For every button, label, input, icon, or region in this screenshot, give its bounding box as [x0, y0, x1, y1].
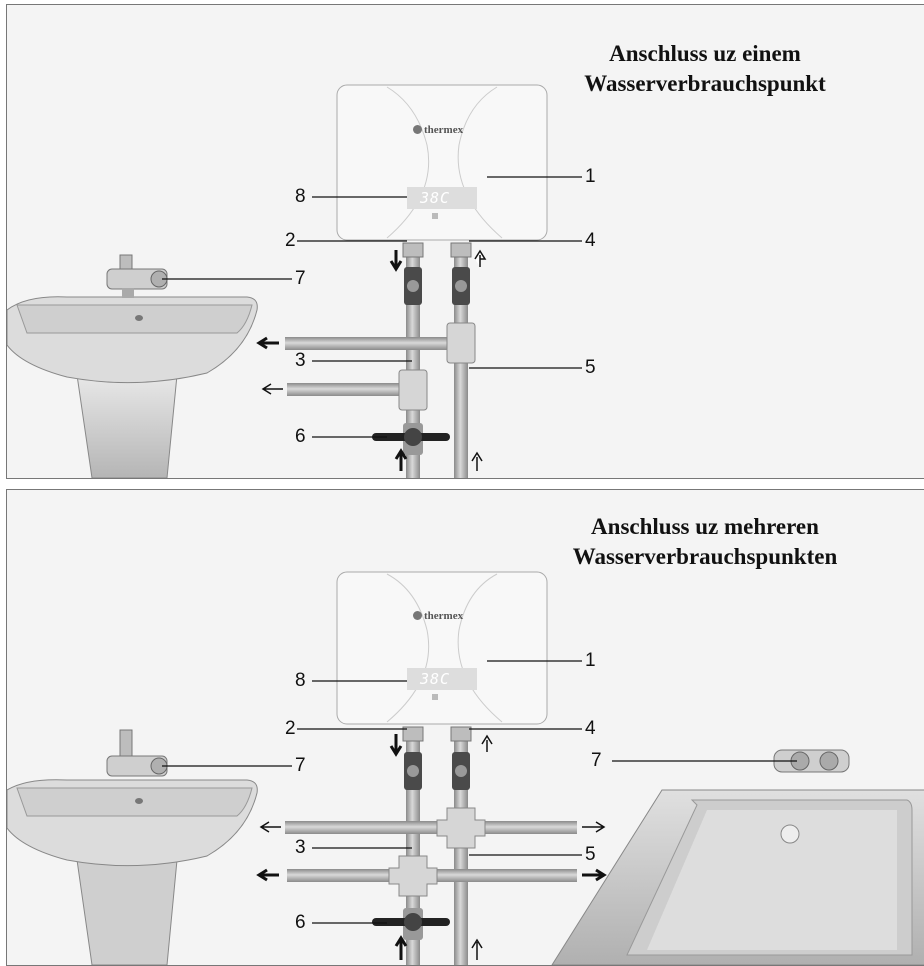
temperature-display: 38C [420, 670, 451, 688]
label-6: 6 [295, 912, 306, 933]
brand-logo: thermex [413, 124, 463, 136]
label-2: 2 [285, 230, 296, 251]
label-5: 5 [585, 844, 596, 865]
label-3: 3 [295, 350, 306, 371]
panel-two-title: Anschluss uz mehreren Wasserverbrauchspu… [495, 512, 915, 572]
shutoff-valve-left [404, 752, 422, 790]
label-7: 7 [295, 268, 306, 289]
diagram-single-point: Anschluss uz einem Wasserverbrauchspunkt… [6, 4, 924, 479]
shutoff-valve-right [452, 752, 470, 790]
water-heater [336, 571, 548, 725]
panel-one-title-line1: Anschluss uz einem [609, 41, 801, 66]
shutoff-valve-right [452, 267, 470, 305]
water-heater [336, 84, 548, 241]
brand-logo: thermex [413, 610, 463, 622]
washbasin [7, 779, 258, 965]
label-4: 4 [585, 230, 596, 251]
label-3: 3 [295, 837, 306, 858]
label-6: 6 [295, 426, 306, 447]
label-8: 8 [295, 186, 306, 207]
panel-two-title-line2: Wasserverbrauchspunkten [572, 544, 838, 569]
label-2: 2 [285, 718, 296, 739]
mixer-tap [106, 254, 168, 298]
panel-one-title-line2: Wasserverbrauchspunkt [584, 71, 826, 96]
single-point-illustration [7, 84, 582, 478]
multi-point-illustration [7, 571, 924, 965]
label-7-sink: 7 [295, 755, 306, 776]
washbasin [7, 296, 258, 478]
mixer-tap [106, 729, 168, 777]
diagram-multiple-points: Anschluss uz mehreren Wasserverbrauchspu… [6, 489, 924, 966]
label-1: 1 [585, 166, 596, 187]
bath-mixer-tap [773, 749, 850, 773]
label-5: 5 [585, 357, 596, 378]
bathtub [551, 789, 924, 965]
label-1: 1 [585, 650, 596, 671]
main-shutoff-valve [372, 423, 450, 455]
leader-lines [162, 660, 797, 924]
label-4: 4 [585, 718, 596, 739]
shutoff-valve-left [404, 267, 422, 305]
panel-two-title-line1: Anschluss uz mehreren [591, 514, 819, 539]
label-7-bath: 7 [591, 750, 602, 771]
leader-lines [162, 176, 582, 438]
label-8: 8 [295, 670, 306, 691]
temperature-display: 38C [420, 189, 451, 207]
main-shutoff-valve [372, 908, 450, 940]
panel-one-title: Anschluss uz einem Wasserverbrauchspunkt [495, 39, 915, 99]
flow-arrows [256, 249, 487, 471]
flow-arrows [256, 734, 607, 960]
